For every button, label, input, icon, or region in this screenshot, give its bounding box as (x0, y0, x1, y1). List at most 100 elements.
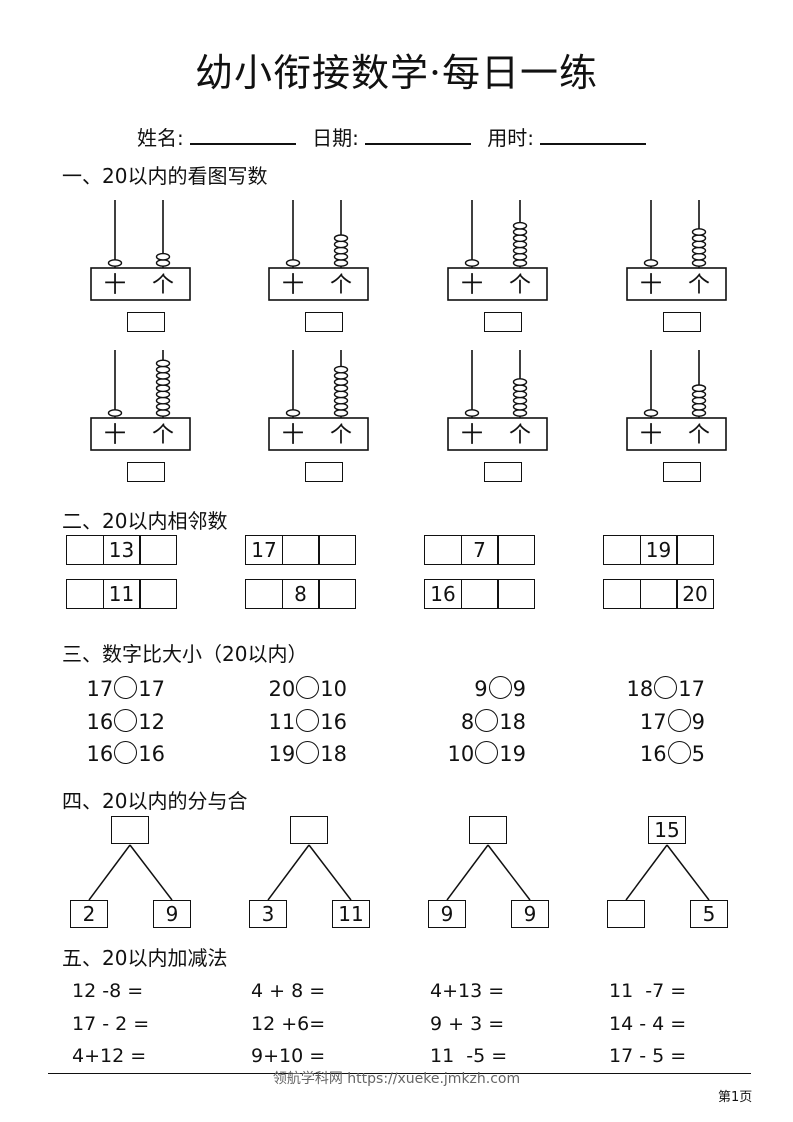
compare-circle[interactable] (114, 709, 138, 732)
neighbor-cell-blank[interactable] (603, 535, 641, 565)
split-line-left (88, 844, 131, 901)
name-field[interactable] (189, 125, 296, 145)
compare-circle[interactable] (114, 676, 138, 699)
tens-bead (107, 409, 123, 417)
ones-bead (512, 246, 528, 255)
equation[interactable]: 11 -7 = (609, 980, 687, 1002)
split-top-box[interactable] (469, 816, 507, 844)
neighbor-cell-blank[interactable] (639, 579, 678, 609)
abacus-base (447, 417, 548, 451)
neighbor-cell-blank[interactable] (318, 579, 356, 609)
time-field[interactable] (539, 125, 646, 145)
compare-right-number: 19 (499, 742, 526, 766)
compare-right-number: 9 (512, 677, 526, 701)
ones-bead (155, 371, 171, 380)
equation[interactable]: 4 + 8 = (251, 980, 326, 1002)
compare-circle[interactable] (667, 709, 691, 732)
abacus-base (626, 417, 727, 451)
compare-circle[interactable] (667, 741, 691, 764)
ones-bead (691, 384, 707, 393)
compare-right-number: 16 (320, 710, 347, 734)
neighbor-cell-blank[interactable] (66, 535, 104, 565)
ones-bead (333, 252, 349, 261)
neighbor-cell-blank[interactable] (424, 535, 462, 565)
ones-bead (691, 240, 707, 249)
ones-label: 个 (330, 273, 352, 298)
neighbor-group: 16 (424, 579, 535, 609)
answer-box[interactable] (127, 462, 165, 482)
split-left-box[interactable] (607, 900, 645, 928)
split-line-right (129, 844, 173, 901)
split-top-box[interactable] (111, 816, 149, 844)
neighbor-cell-blank[interactable] (139, 579, 177, 609)
ones-bead (691, 246, 707, 255)
answer-box[interactable] (484, 462, 522, 482)
compare-left-number: 10 (447, 742, 475, 766)
ones-bead (333, 390, 349, 399)
ones-label: 个 (509, 423, 531, 448)
ones-bead (512, 384, 528, 393)
neighbor-cell-blank[interactable] (603, 579, 641, 609)
neighbor-cell-blank[interactable] (139, 535, 177, 565)
split-lines (88, 844, 173, 901)
ones-bead (333, 246, 349, 255)
compare-circle[interactable] (475, 741, 499, 764)
tens-label: 十 (282, 273, 304, 298)
date-field[interactable] (364, 125, 471, 145)
neighbor-cell-blank[interactable] (66, 579, 104, 609)
answer-box[interactable] (305, 462, 343, 482)
abacus-base (626, 267, 727, 301)
neighbor-cell-given: 11 (102, 579, 141, 609)
info-line: 姓名: 日期: 用时: (0, 122, 793, 151)
tens-label: 十 (640, 423, 662, 448)
equation[interactable]: 12 +6= (251, 1013, 326, 1035)
answer-box[interactable] (127, 312, 165, 332)
ones-bead (333, 371, 349, 380)
split-left-box: 9 (428, 900, 466, 928)
split-right-box: 5 (690, 900, 728, 928)
compare-circle[interactable] (296, 676, 320, 699)
equation[interactable]: 9+10 = (251, 1045, 326, 1067)
abacus-figure: 十个 (626, 200, 727, 301)
neighbor-cell-blank[interactable] (245, 579, 283, 609)
compare-circle[interactable] (296, 709, 320, 732)
neighbor-cell-blank[interactable] (281, 535, 320, 565)
neighbor-cell-blank[interactable] (497, 535, 535, 565)
ones-label: 个 (152, 423, 174, 448)
ones-bead (333, 259, 349, 267)
compare-circle[interactable] (114, 741, 138, 764)
equation[interactable]: 17 - 2 = (72, 1013, 150, 1035)
compare-circle[interactable] (488, 676, 512, 699)
date-label: 日期: (312, 126, 359, 150)
answer-box[interactable] (305, 312, 343, 332)
ones-bead (512, 252, 528, 261)
split-top-box[interactable] (290, 816, 328, 844)
compare-circle[interactable] (296, 741, 320, 764)
equation[interactable]: 9 + 3 = (430, 1013, 505, 1035)
equation[interactable]: 17 - 5 = (609, 1045, 687, 1067)
neighbor-group: 7 (424, 535, 535, 565)
ones-bead (512, 234, 528, 243)
equation[interactable]: 14 - 4 = (609, 1013, 687, 1035)
compare-right-number: 12 (138, 710, 165, 734)
equation[interactable]: 12 -8 = (72, 980, 144, 1002)
compare-circle[interactable] (654, 676, 678, 699)
neighbor-cell-blank[interactable] (318, 535, 356, 565)
equation[interactable]: 11 -5 = (430, 1045, 508, 1067)
neighbor-group: 11 (66, 579, 177, 609)
answer-box[interactable] (663, 462, 701, 482)
compare-right-number: 17 (678, 677, 705, 701)
equation[interactable]: 4+12 = (72, 1045, 147, 1067)
answer-box[interactable] (663, 312, 701, 332)
neighbor-cell-blank[interactable] (497, 579, 535, 609)
neighbor-cell-blank[interactable] (460, 579, 499, 609)
neighbor-cell-blank[interactable] (676, 535, 714, 565)
compare-circle[interactable] (475, 709, 499, 732)
compare-left-number: 16 (86, 710, 114, 734)
equation-area: 12 -8 = 17 - 2 = 4+12 = 4 + 8 = 12 +6= 9+10 =… (0, 0, 793, 1067)
tens-bead (464, 259, 480, 267)
equation[interactable]: 4+13 = (430, 980, 505, 1002)
answer-box[interactable] (484, 312, 522, 332)
